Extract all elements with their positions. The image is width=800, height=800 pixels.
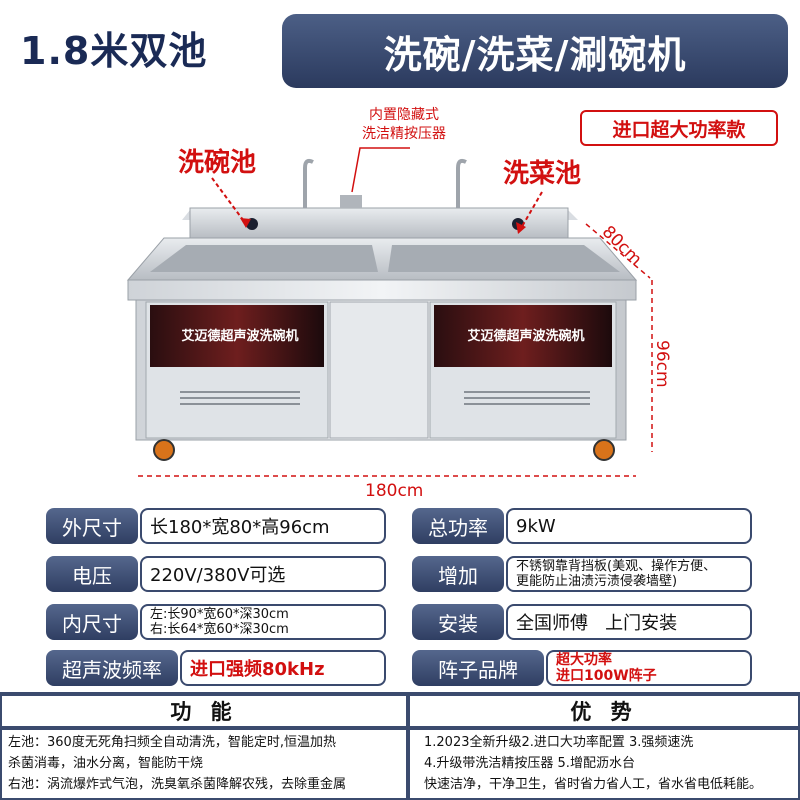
- main-title: 洗碗/洗菜/涮碗机: [282, 14, 788, 88]
- dimension-width: 180cm: [365, 481, 424, 501]
- features-section: 功 能 优 势 左池：360度无死角扫频全自动清洗，智能定时,恒温加热 杀菌消毒…: [0, 692, 800, 800]
- spec-value-added: 不锈钢靠背挡板(美观、操作方便、 更能防止油渍污渍侵袭墙壁): [506, 556, 752, 592]
- spec-value-voltage: 220V/380V可选: [140, 556, 386, 592]
- advantage-text: 1.2023全新升级2.进口大功率配置 3.强频速洗 4.升级带洗洁精按压器 5…: [410, 730, 798, 798]
- spec-value-install: 全国师傅 上门安装: [506, 604, 752, 640]
- callout-detergent-dispenser: 内置隐藏式 洗洁精按压器: [362, 106, 446, 144]
- high-power-badge: 进口超大功率款: [580, 110, 778, 146]
- spec-label-outer-size: 外尺寸: [46, 508, 138, 544]
- right-panel-brand: 艾迈德超声波洗碗机: [467, 329, 585, 344]
- spec-added-line1: 不锈钢靠背挡板(美观、操作方便、: [516, 559, 717, 574]
- spec-value-inner-size: 左:长90*宽60*深30cm 右:长64*宽60*深30cm: [140, 604, 386, 640]
- spec-added-line2: 更能防止油渍污渍侵袭墙壁): [516, 574, 678, 589]
- advantage-line: 快速洁净，干净卫生，省时省力省人工，省水省电低耗能。: [424, 777, 763, 792]
- function-line: 杀菌消毒，油水分离，智能防干烧: [8, 756, 204, 771]
- spec-value-transducer: 超大功率 进口100W阵子: [546, 650, 752, 686]
- size-title: 1.8米双池: [20, 29, 208, 73]
- spec-table: 外尺寸 长180*宽80*高96cm 总功率 9kW 电压 220V/380V可…: [0, 500, 800, 692]
- advantage-heading: 优 势: [410, 696, 798, 726]
- function-line: 左池：360度无死角扫频全自动清洗，智能定时,恒温加热: [8, 735, 336, 750]
- spec-label-voltage: 电压: [46, 556, 138, 592]
- function-line: 右池：涡流爆炸式气泡，洗臭氧杀菌降解农残，去除重金属: [8, 777, 347, 792]
- spec-value-ultrasonic: 进口强频80kHz: [180, 650, 386, 686]
- sink-machine-image: [126, 147, 653, 477]
- callout-detergent-line1: 内置隐藏式: [369, 107, 439, 123]
- spec-value-total-power: 9kW: [506, 508, 752, 544]
- function-text: 左池：360度无死角扫频全自动清洗，智能定时,恒温加热 杀菌消毒，油水分离，智能…: [2, 730, 406, 798]
- dimension-height: 96cm: [652, 340, 672, 388]
- callout-veg-sink: 洗菜池: [503, 159, 582, 189]
- function-heading: 功 能: [2, 696, 406, 726]
- spec-transducer-line1: 超大功率: [556, 652, 612, 668]
- advantage-line: 4.升级带洗洁精按压器 5.增配沥水台: [424, 756, 635, 771]
- spec-label-total-power: 总功率: [412, 508, 504, 544]
- callout-detergent-line2: 洗洁精按压器: [362, 126, 446, 142]
- spec-label-install: 安装: [412, 604, 504, 640]
- callout-dish-sink: 洗碗池: [178, 148, 257, 178]
- product-illustration: 进口超大功率款 洗碗池 洗菜池 内置隐藏式 洗洁精按压器 艾迈德超声波洗碗机 艾…: [0, 100, 800, 501]
- spec-inner-left: 左:长90*宽60*深30cm: [150, 607, 289, 622]
- advantage-line: 1.2023全新升级2.进口大功率配置 3.强频速洗: [424, 735, 694, 750]
- spec-label-added: 增加: [412, 556, 504, 592]
- header: 1.8米双池 洗碗/洗菜/涮碗机: [0, 0, 800, 100]
- spec-label-ultrasonic: 超声波频率: [46, 650, 178, 686]
- spec-transducer-line2: 进口100W阵子: [556, 668, 657, 684]
- spec-label-transducer: 阵子品牌: [412, 650, 544, 686]
- spec-label-inner-size: 内尺寸: [46, 604, 138, 640]
- spec-inner-right: 右:长64*宽60*深30cm: [150, 622, 289, 637]
- left-panel-brand: 艾迈德超声波洗碗机: [181, 329, 299, 344]
- spec-value-outer-size: 长180*宽80*高96cm: [140, 508, 386, 544]
